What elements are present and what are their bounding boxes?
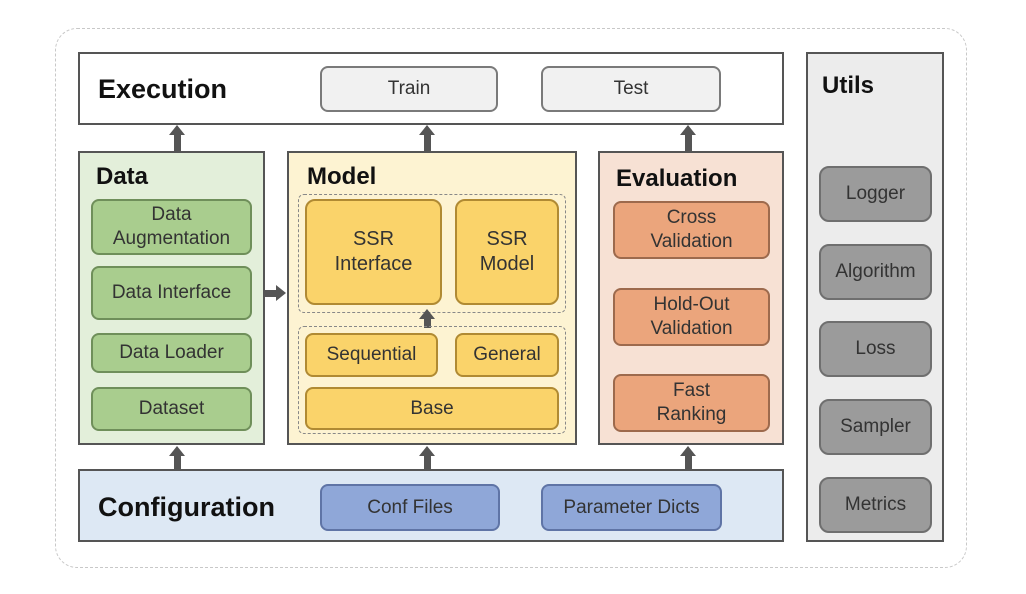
test-box: Test [541, 66, 721, 112]
base-to-ssr-arrow [419, 309, 435, 328]
data-to-execution-arrow [169, 125, 185, 151]
data-loader-box: Data Loader [91, 333, 252, 373]
config-to-data-arrow [169, 446, 185, 469]
model-to-execution-arrow [419, 125, 435, 151]
ssr-model-box: SSR Model [455, 199, 559, 305]
data-augmentation-box: Data Augmentation [91, 199, 252, 255]
config-to-model-arrow [419, 446, 435, 469]
data-title: Data [96, 163, 149, 190]
model-title: Model [307, 163, 377, 190]
utils-algorithm: Algorithm [819, 244, 932, 300]
evaluation-panel: Evaluation Cross Validation Hold-Out Val… [598, 151, 784, 445]
sequential-box: Sequential [305, 333, 438, 377]
outer-frame [55, 28, 967, 568]
evaluation-to-execution-arrow [680, 125, 696, 151]
conf-files-box: Conf Files [320, 484, 500, 531]
parameter-dicts-box: Parameter Dicts [541, 484, 722, 531]
evaluation-title: Evaluation [616, 165, 738, 192]
utils-loss: Loss [819, 321, 932, 377]
utils-panel: Utils Logger Algorithm Loss Sampler Metr… [806, 52, 944, 542]
cross-validation-box: Cross Validation [613, 201, 770, 259]
utils-metrics: Metrics [819, 477, 932, 533]
configuration-panel: Configuration Conf Files Parameter Dicts [78, 469, 784, 542]
model-panel: Model SSR Interface SSR Model Sequential… [287, 151, 577, 445]
data-panel: Data Data Augmentation Data Interface Da… [78, 151, 265, 445]
train-box: Train [320, 66, 498, 112]
execution-panel: Execution Train Test [78, 52, 784, 125]
data-interface-box: Data Interface [91, 266, 252, 320]
base-box: Base [305, 387, 559, 430]
utils-sampler: Sampler [819, 399, 932, 455]
execution-title: Execution [98, 74, 228, 104]
general-box: General [455, 333, 559, 377]
utils-title: Utils [822, 72, 875, 99]
fast-ranking-box: Fast Ranking [613, 374, 770, 432]
model-lower-group [298, 326, 566, 434]
utils-logger: Logger [819, 166, 932, 222]
hold-out-validation-box: Hold-Out Validation [613, 288, 770, 346]
ssr-interface-box: SSR Interface [305, 199, 442, 305]
dataset-box: Dataset [91, 387, 252, 431]
configuration-title: Configuration [98, 492, 275, 522]
data-to-model-arrow [265, 285, 287, 301]
config-to-evaluation-arrow [680, 446, 696, 469]
